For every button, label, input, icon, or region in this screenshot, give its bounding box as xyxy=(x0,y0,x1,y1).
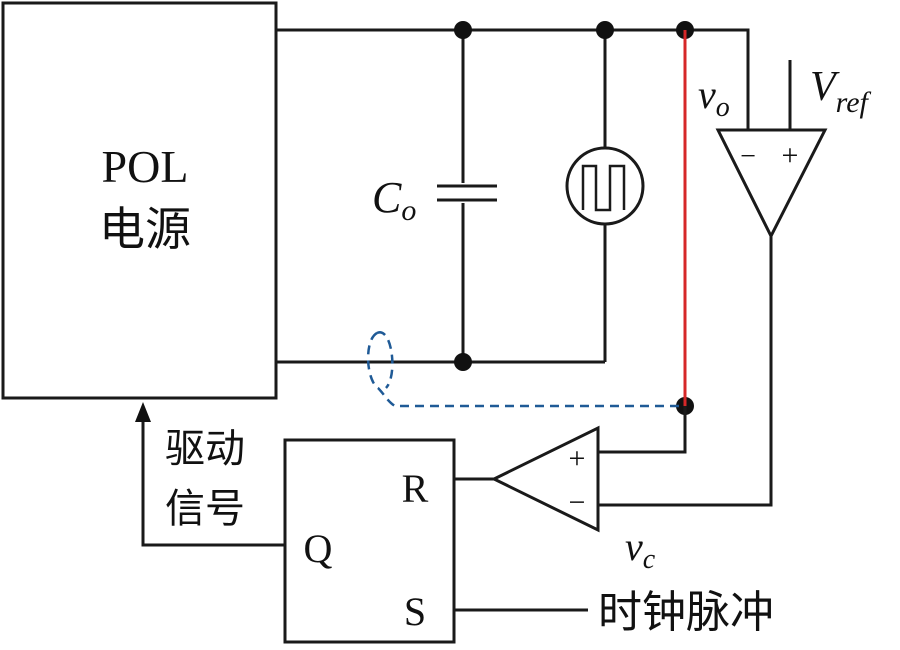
pol-label-cn: 电源 xyxy=(99,202,191,256)
vc-wire xyxy=(598,236,773,507)
error-amplifier xyxy=(715,128,828,240)
error-amp-minus: − xyxy=(740,141,756,172)
latch-q-label: Q xyxy=(304,526,333,571)
ground-loop-dashed-back xyxy=(376,331,394,389)
pwm-comparator xyxy=(490,425,600,533)
drive-signal-wire xyxy=(141,420,285,547)
junction-dot xyxy=(454,353,472,371)
ground-loop-dashed xyxy=(366,331,685,408)
sr-latch xyxy=(283,438,456,644)
latch-s-label: S xyxy=(404,589,426,634)
vc-label: vc xyxy=(625,524,656,575)
pol-label: POL xyxy=(102,141,189,192)
square-wave-icon xyxy=(581,164,626,212)
capacitor-label: Co xyxy=(372,173,416,227)
arrow-up-icon xyxy=(135,402,151,422)
drive-signal-label-2: 信号 xyxy=(165,486,245,532)
junction-dot xyxy=(596,21,614,39)
clock-pulse-label: 时钟脉冲 xyxy=(598,587,774,638)
pol-power-block xyxy=(1,1,278,400)
latch-r-label: R xyxy=(402,466,429,511)
output-rail-top xyxy=(276,28,750,130)
vo-label: vo xyxy=(698,72,730,123)
error-amp-plus: + xyxy=(782,139,799,172)
junction-dot xyxy=(454,21,472,39)
vref-label: Vref xyxy=(810,64,872,119)
comparator-plus-wire xyxy=(598,406,687,454)
comparator-minus: − xyxy=(569,486,586,519)
comparator-plus: + xyxy=(569,442,586,475)
drive-signal-label-1: 驱动 xyxy=(165,426,245,472)
load-source xyxy=(565,146,645,226)
